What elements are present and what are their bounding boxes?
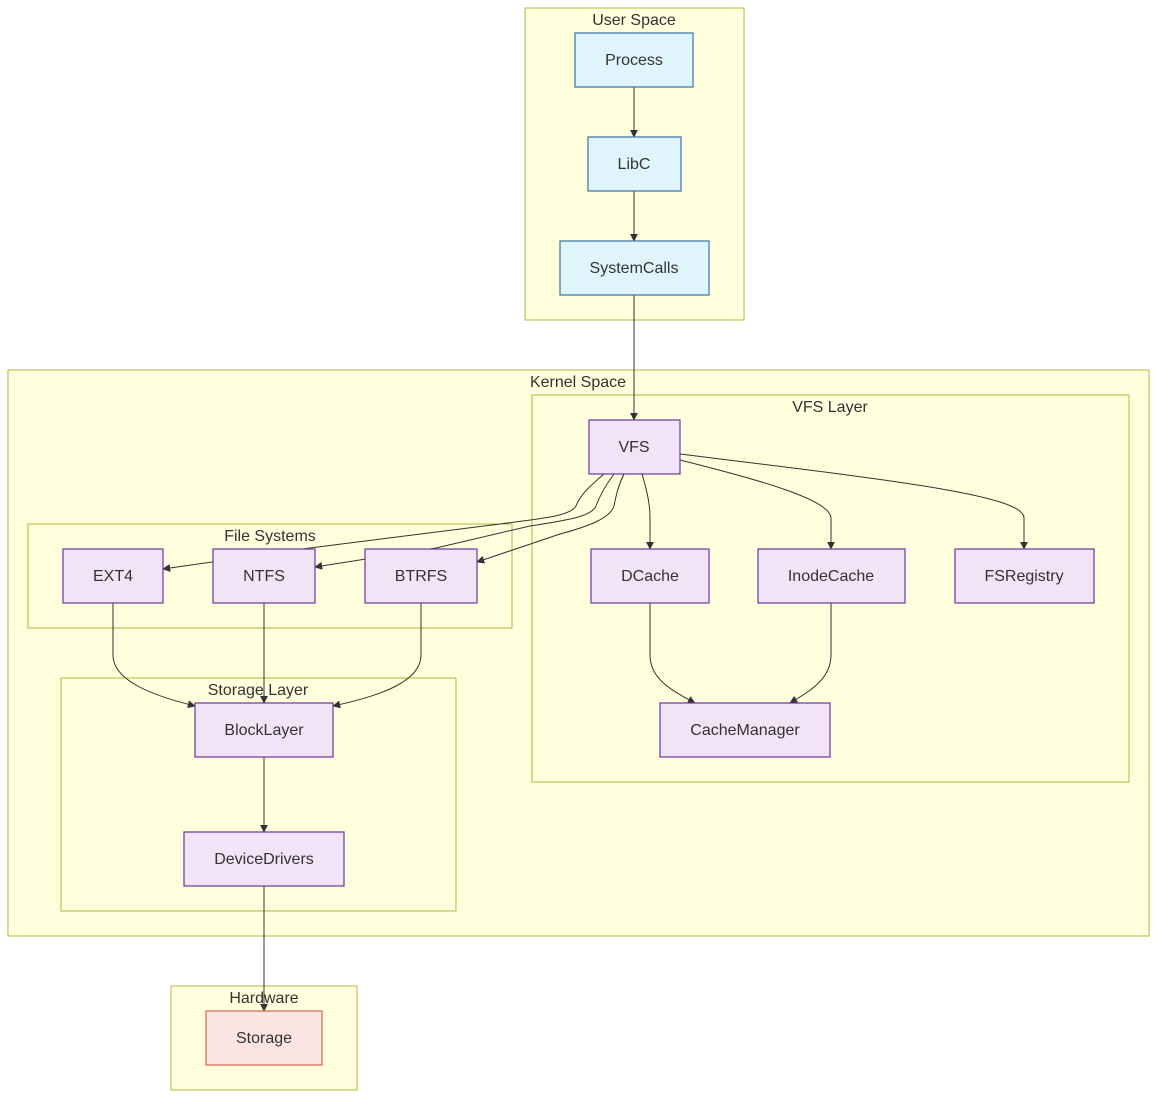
cluster-label-user-space: User Space [592,12,676,29]
node-blocklayer[interactable]: BlockLayer [194,702,334,758]
node-label-inodecache: InodeCache [788,568,874,585]
node-label-vfs: VFS [618,439,649,456]
cluster-label-kernel-space: Kernel Space [530,374,626,391]
node-label-storage: Storage [236,1030,292,1047]
cluster-label-storage-layer: Storage Layer [208,682,309,699]
node-label-blocklayer: BlockLayer [224,722,304,739]
node-label-cachemanager: CacheManager [690,722,800,739]
edge-inodecache-cachemanager [789,603,832,704]
edge-dcache-cachemanager [649,603,696,704]
node-process[interactable]: Process [574,32,694,88]
node-label-btrfs: BTRFS [395,568,447,585]
node-label-libc: LibC [618,156,651,173]
edge-vfs-inodecache [679,459,835,550]
edge-vfs-ext4 [162,473,605,572]
cluster-label-file-systems: File Systems [224,528,316,545]
node-label-ntfs: NTFS [243,568,285,585]
node-inodecache[interactable]: InodeCache [757,548,906,604]
node-label-process: Process [605,52,663,69]
node-ext4[interactable]: EXT4 [62,548,164,604]
edge-ext4-blocklayer [112,603,196,709]
edge-vfs-ntfs [314,473,615,570]
node-devicedrivers[interactable]: DeviceDrivers [183,831,345,887]
node-label-systemcalls: SystemCalls [590,260,679,277]
edge-btrfs-blocklayer [332,603,422,709]
node-fsregistry[interactable]: FSRegistry [954,548,1095,604]
node-dcache[interactable]: DCache [590,548,710,604]
edge-vfs-dcache [641,473,654,550]
node-libc[interactable]: LibC [587,136,682,192]
node-storage[interactable]: Storage [205,1010,323,1066]
node-label-fsregistry: FSRegistry [984,568,1063,585]
node-label-devicedrivers: DeviceDrivers [214,851,314,868]
node-ntfs[interactable]: NTFS [212,548,316,604]
cluster-label-vfs-layer: VFS Layer [792,399,868,416]
node-vfs[interactable]: VFS [588,419,681,475]
node-label-ext4: EXT4 [93,568,133,585]
edge-vfs-btrfs [476,473,625,564]
node-cachemanager[interactable]: CacheManager [659,702,831,758]
edge-vfs-fsregistry [679,453,1028,550]
edges [112,87,1028,1012]
node-systemcalls[interactable]: SystemCalls [559,240,710,296]
node-label-dcache: DCache [621,568,679,585]
node-btrfs[interactable]: BTRFS [364,548,478,604]
